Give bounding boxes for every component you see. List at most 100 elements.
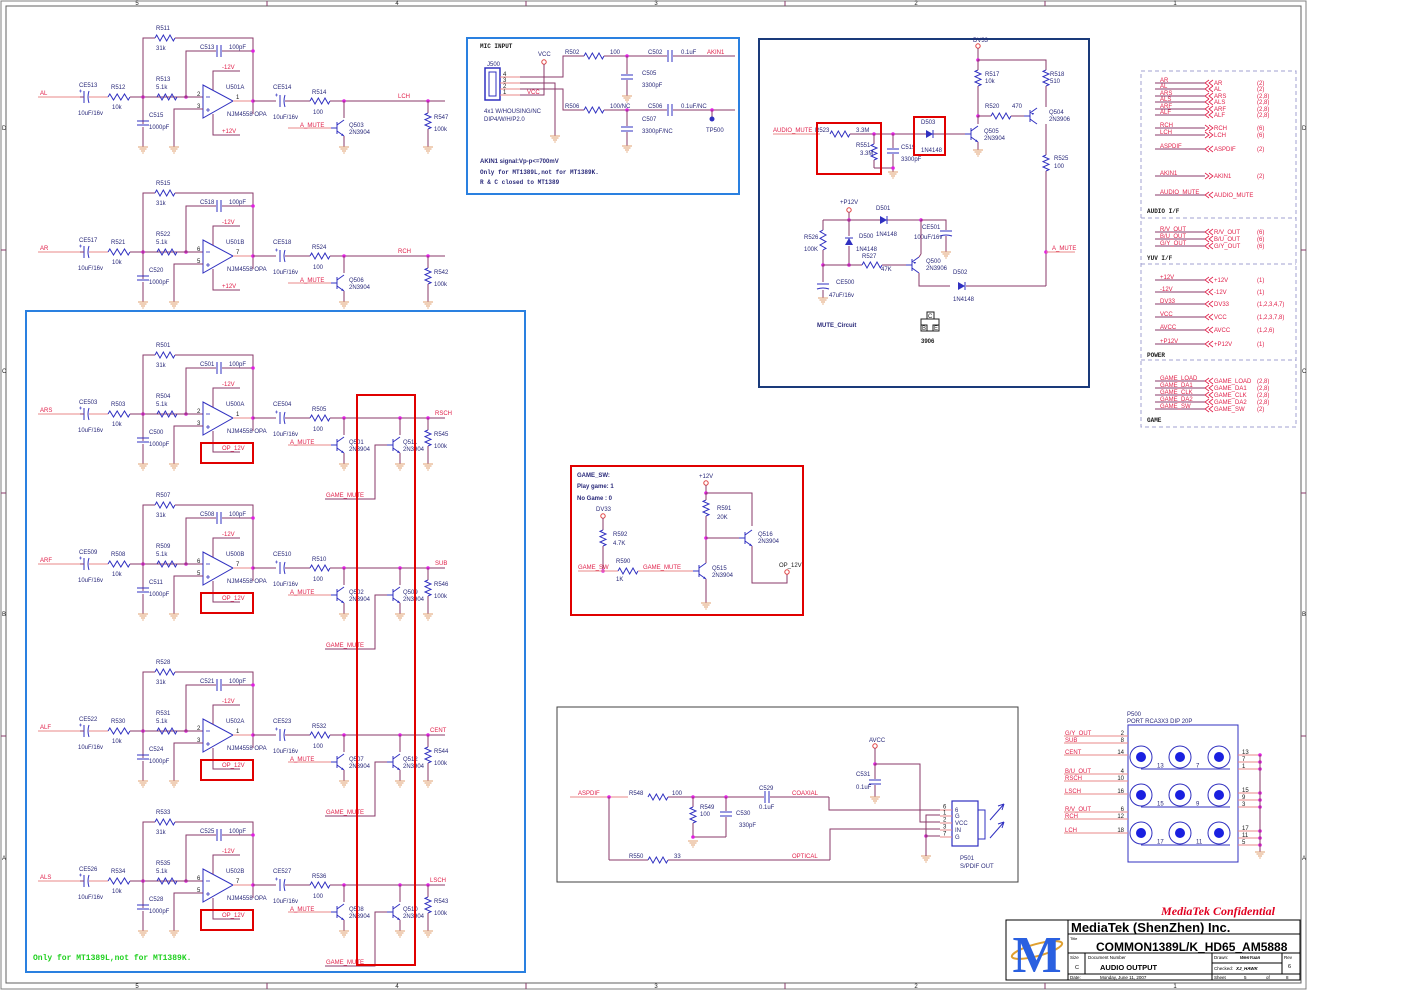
opamp-symbol (202, 718, 235, 753)
resistor-symbol (423, 429, 433, 447)
rca-jack-ring (1129, 783, 1153, 807)
output-net-label: RCH (398, 249, 411, 255)
rev-value: 6 (1288, 964, 1291, 970)
interface-port-label: ALS (1214, 100, 1225, 106)
ce-in-ref: CE517 (79, 238, 98, 244)
ground-icon (169, 930, 179, 938)
opamp-symbol (202, 551, 235, 586)
emitter-arrow (341, 600, 344, 603)
c-shunt-ref: C500 (149, 430, 164, 436)
r-gain-ref: R509 (156, 544, 171, 550)
offpage-in-icon (1204, 145, 1214, 153)
mute-q-type: 2N3904 (349, 285, 371, 291)
rca-pin-number: 6 (1121, 807, 1125, 813)
interface-port-label: ARF (1214, 107, 1226, 113)
junction (251, 833, 255, 837)
p500-ref: P500 (1127, 712, 1142, 718)
cap-plate-curved (283, 728, 286, 742)
electrolytic-capacitor-symbol (275, 248, 286, 263)
rca-right-pin-number: 3 (1242, 802, 1246, 808)
d503-highlight (913, 116, 946, 156)
collector-lead (698, 562, 707, 569)
ground-icon (169, 463, 179, 471)
offpage-in-icon (1204, 105, 1214, 113)
wire (175, 192, 254, 269)
resistor-symbol (309, 880, 331, 890)
r-load-value: 100k (434, 127, 448, 133)
r-in-value: 10k (112, 572, 123, 578)
wire (175, 354, 254, 431)
cap-plate-curved (87, 90, 90, 104)
r-gain-ref: R513 (156, 77, 171, 83)
r-in-ref: R503 (111, 402, 126, 408)
doc-number-label: Document Number (1088, 955, 1126, 960)
opamp-symbol (202, 868, 235, 903)
polarity-plus-icon (79, 244, 82, 248)
sheet-inner-border (5, 5, 1302, 984)
cap-plate-curved (87, 245, 90, 259)
wire (173, 425, 203, 464)
pin-out: 7 (236, 250, 240, 256)
resistor-symbol (973, 69, 983, 87)
opamp-type: NJM4558 OPA (227, 746, 267, 752)
game-q-type: 2N3904 (403, 447, 425, 453)
r-out-ref: R536 (312, 874, 327, 880)
ground-icon (339, 930, 349, 938)
op12v-net-label: OP_12V (779, 563, 802, 569)
emitter-arrow (749, 543, 752, 546)
emitter-arrow (341, 133, 344, 136)
capacitor-symbol (137, 754, 149, 760)
q516-value: 2N3904 (758, 539, 780, 545)
interface-page-ref: (1) (1257, 278, 1264, 284)
r-out-value: 100 (313, 110, 324, 116)
opamp-ref: U500A (226, 402, 244, 408)
channel-block-als: ALSCE52610uF/16vR53410kR53331kC5281000pF… (38, 810, 449, 967)
interface-net-label: G/Y_OUT (1160, 241, 1187, 247)
emitter-arrow (397, 450, 400, 453)
resistor-symbol (1041, 154, 1051, 172)
input-net-label: ALS (40, 875, 51, 881)
capacitor-symbol (869, 779, 881, 785)
zone-bottom-label: 3 (654, 984, 658, 990)
spdif-pin-number: 3 (943, 825, 947, 831)
resistor-symbol (647, 792, 669, 802)
interface-port-label: ALF (1214, 113, 1225, 119)
wire (212, 854, 240, 874)
q504-ref: Q504 (1049, 110, 1064, 116)
junction (251, 683, 255, 687)
capacitor-symbol (137, 904, 149, 910)
resistor-symbol (701, 499, 711, 517)
mute-q-ref: Q503 (349, 123, 364, 129)
wire (142, 37, 155, 97)
collector-lead (744, 529, 753, 536)
electrolytic-capacitor-symbol (79, 244, 90, 259)
interface-frame (1140, 70, 1297, 428)
collector-lead (392, 903, 401, 910)
connector-ref: J500 (487, 62, 501, 68)
cap-plate-curved (816, 287, 830, 290)
rca-net-label: B/U_OUT (1065, 769, 1091, 775)
collector-lead (970, 125, 979, 132)
interface-page-ref: (2,8) (1257, 107, 1269, 113)
resistor-symbol (309, 563, 331, 573)
pin-inv: 6 (197, 559, 201, 565)
polarity-plus-icon (275, 410, 278, 414)
r550-ref: R550 (629, 854, 644, 860)
cap-plate-curved (87, 407, 90, 421)
ground-icon (395, 930, 405, 938)
ce-out-value: 10uF/16v (273, 115, 298, 121)
r-fb-ref: R528 (156, 660, 171, 666)
pkg-c-label: C (928, 314, 933, 320)
r-fb-value: 31k (156, 201, 167, 207)
offpage-in-icon (1204, 384, 1214, 392)
rca-jack-pin (1214, 828, 1224, 838)
neg-supply: -12V (222, 532, 235, 538)
interface-page-ref: (2) (1257, 174, 1264, 180)
zone-left-label: B (2, 612, 6, 618)
r523-highlight (816, 122, 882, 175)
rca-pin-number: 14 (1117, 750, 1124, 756)
junction (691, 835, 695, 839)
mute-net-label: A_MUTE (300, 278, 324, 284)
resistor-symbol (156, 409, 178, 419)
